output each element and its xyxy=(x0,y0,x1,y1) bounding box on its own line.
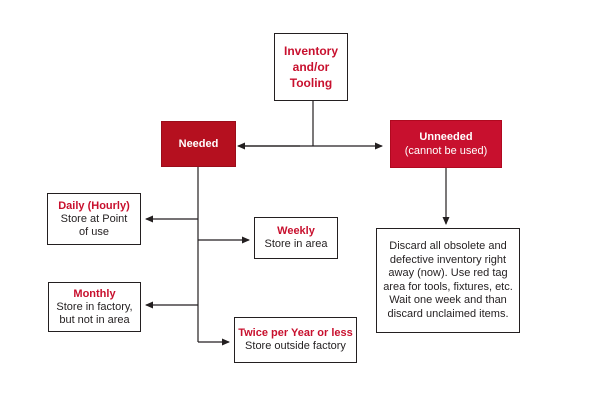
discard-line-5: Wait one week and than xyxy=(389,294,507,306)
discard-line-1: Discard all obsolete and xyxy=(389,240,507,252)
daily-box: Daily (Hourly) Store at Point of use xyxy=(47,193,141,245)
daily-line-1: Store at Point xyxy=(60,212,128,225)
weekly-box: Weekly Store in area xyxy=(254,217,338,259)
needed-box: Needed xyxy=(161,121,236,167)
daily-line-2: of use xyxy=(79,225,109,238)
discard-line-4: area for tools, fixtures, etc. xyxy=(383,280,513,293)
weekly-line-1: Store in area xyxy=(264,238,328,250)
monthly-line-2: but not in area xyxy=(59,313,130,326)
unneeded-box: Unneeded (cannot be used) xyxy=(390,120,502,168)
discard-line-6: discard unclaimed items. xyxy=(387,307,509,320)
twice-title: Twice per Year or less xyxy=(238,327,353,339)
unneeded-sublabel: (cannot be used) xyxy=(404,145,488,157)
unneeded-label: Unneeded xyxy=(419,131,473,143)
monthly-box: Monthly Store in factory, but not in are… xyxy=(48,282,141,332)
monthly-line-1: Store in factory, xyxy=(56,300,133,313)
discard-box: Discard all obsolete and defective inven… xyxy=(376,228,520,333)
root-line-2: and/or xyxy=(292,60,330,74)
discard-line-2: defective inventory right xyxy=(389,253,507,266)
needed-label: Needed xyxy=(178,137,219,150)
daily-title: Daily (Hourly) xyxy=(58,199,130,212)
monthly-title: Monthly xyxy=(73,287,116,300)
root-line-1: Inventory xyxy=(283,44,338,58)
discard-line-3: away (now). Use red tag xyxy=(388,267,508,279)
inventory-tooling-box: Inventory and/or Tooling xyxy=(274,33,348,101)
twice-line-1: Store outside factory xyxy=(245,340,346,352)
root-line-3: Tooling xyxy=(289,76,333,90)
twice-per-year-box: Twice per Year or less Store outside fac… xyxy=(234,317,357,363)
weekly-title: Weekly xyxy=(277,225,315,237)
